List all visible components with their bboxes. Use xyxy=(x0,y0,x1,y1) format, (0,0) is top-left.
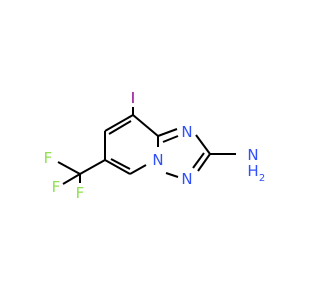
bond-c6-c5-double xyxy=(110,158,131,170)
atom-amine-hydrogen: H xyxy=(247,162,258,180)
atom-fluorine-2: F xyxy=(76,184,85,202)
bond-c6-cf3 xyxy=(79,159,106,175)
bond-cf3-f3 xyxy=(62,173,81,185)
atom-nitrogen-bridgehead: N xyxy=(152,151,163,169)
bond-cf3-f1 xyxy=(57,161,81,175)
atom-amine-subscript: 2 xyxy=(259,173,265,184)
atom-labels: I N N N N H 2 F F F xyxy=(44,89,266,202)
bond-c6-c5 xyxy=(104,159,131,175)
bond-c8-c7 xyxy=(104,114,134,132)
bond-n1-c2 xyxy=(195,134,211,155)
bond-c8-c7-double xyxy=(108,120,132,135)
atom-fluorine-1: F xyxy=(44,149,53,167)
molecule-structure-diagram: I N N N N H 2 F F F xyxy=(44,89,266,202)
bond-c8a-n1 xyxy=(157,128,178,137)
atom-nitrogen-ring-top: N xyxy=(181,123,192,141)
bond-n3-n4 xyxy=(165,172,179,178)
bond-c8a-n1-double xyxy=(162,135,179,143)
atom-fluorine-3: F xyxy=(52,178,61,196)
bonds xyxy=(57,107,236,185)
bond-c8-c8a xyxy=(132,114,159,137)
bond-c5-n4 xyxy=(129,164,147,175)
bond-c2-n3-double xyxy=(192,152,205,169)
bond-c2-n3 xyxy=(197,153,211,172)
atom-amine-nitrogen: N xyxy=(247,146,258,164)
atom-iodine: I xyxy=(131,89,135,107)
atom-nitrogen-ring-bottom: N xyxy=(181,170,192,188)
